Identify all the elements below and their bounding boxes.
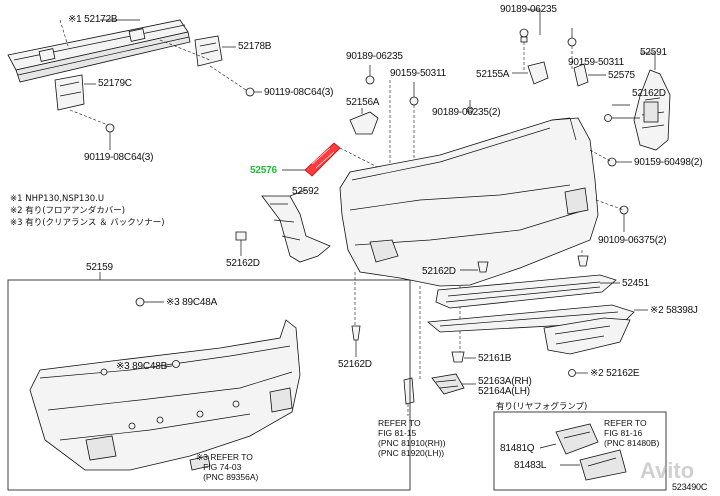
reflector-52163a-part — [431, 373, 465, 395]
label-52162d-b: 52162D — [226, 258, 260, 269]
label-89c48b: ※3 89C48B — [116, 361, 168, 372]
avito-watermark: Avito — [640, 458, 695, 483]
clip-90159-b-part — [409, 96, 419, 106]
label-523490c: 523490C — [672, 482, 708, 492]
clip-52162d-d-part — [351, 325, 361, 341]
footnote-1: ※1 NHP130,NSP130.U — [10, 194, 105, 204]
clip-90159-top-part — [567, 37, 577, 47]
sensor-89c48a-part — [135, 297, 145, 307]
label-52178b: 52178B — [238, 41, 272, 52]
lower-bumper-52159-part — [29, 319, 301, 471]
label-90189-06235-top: 90189-06235 — [500, 4, 557, 15]
label-52451: 52451 — [622, 278, 649, 289]
label-52162d-a: 52162D — [632, 88, 666, 99]
label-52156a: 52156A — [346, 97, 380, 108]
label-90119-08c64-a: 90119-08C64(3) — [264, 87, 334, 98]
label-52163a: 52163A(RH) — [478, 376, 532, 387]
label-52162d-c: 52162D — [422, 266, 456, 277]
label-90109-06375: 90109-06375(2) — [598, 235, 667, 246]
label-89c48a: ※3 89C48A — [166, 297, 218, 308]
label-52159: 52159 — [86, 262, 113, 273]
label-52172b: ※1 52172B — [68, 14, 118, 25]
clip-52162d-b-part — [235, 231, 247, 241]
label-52162d-d: 52162D — [338, 359, 372, 370]
label-52161b: 52161B — [478, 353, 512, 364]
reference-74-03: ※3 REFER TO FIG 74-03 (PNC 89356A) — [196, 452, 259, 482]
label-52164a: 52164A(LH) — [478, 386, 530, 397]
clip-90189-a-part — [365, 75, 375, 85]
bumper-detail-box — [7, 279, 411, 491]
bolt-90119-b-part — [105, 123, 115, 150]
fog-lamp-inset-caption: 有り(リヤフォグランプ) — [496, 402, 588, 412]
label-90189-06235-a: 90189-06235 — [346, 51, 403, 62]
label-90159-50311-b: 90159-50311 — [390, 68, 447, 79]
under-cover-58398j-part — [427, 304, 635, 333]
fog-lamp-inset-box — [493, 411, 667, 491]
highlighted-part-52576 — [304, 142, 341, 177]
bolt-90119-a-part — [245, 87, 262, 97]
clip-52161b-part — [451, 351, 465, 363]
bracket-52178b-part — [194, 35, 223, 67]
reference-81-16: REFER TO FIG 81-16 (PNC 81480B) — [604, 418, 660, 448]
rear-bumper-cover-part — [339, 117, 599, 287]
label-58398j: ※2 58398J — [650, 305, 698, 316]
reflector-cover-part — [403, 377, 415, 405]
bracket-52179c-part — [54, 74, 85, 111]
fog-lamp-81483l-part — [579, 449, 627, 481]
label-90189-06235-2: 90189-06235(2) — [432, 107, 501, 118]
label-52155a: 52155A — [476, 69, 510, 80]
label-52162e: ※2 52162E — [590, 368, 640, 379]
label-90159-50311-top: 90159-50311 — [568, 57, 625, 68]
label-52179c: 52179C — [98, 78, 132, 89]
label-81483l: 81483L — [514, 460, 547, 471]
clip-90109-06375-part — [619, 205, 629, 215]
reinforcement-beam-part — [7, 19, 191, 83]
side-retainer-52591-part — [633, 69, 671, 151]
under-shield-part — [543, 317, 631, 355]
clip-52162e-part — [568, 369, 576, 377]
bracket-52592-part — [261, 195, 331, 263]
reference-81-15: REFER TO FIG 81-15 (PNC 81910(RH)) (PNC … — [378, 418, 446, 458]
label-90159-60498: 90159-60498(2) — [634, 157, 703, 168]
label-52575: 52575 — [608, 70, 635, 81]
fog-lamp-bezel-81481q-part — [555, 423, 599, 455]
clip-52162d-top-right-part — [577, 255, 589, 267]
footnote-3: ※3 有り(クリアランス ＆ バックソナー) — [10, 218, 165, 228]
footnote-2: ※2 有り(フロアアンダカバー) — [10, 206, 126, 216]
clip-52162d-c-part — [477, 261, 489, 273]
clip-90189-top-part — [519, 28, 529, 43]
energy-absorber-52451-part — [435, 274, 617, 309]
retainer-52575-part — [573, 63, 589, 87]
label-52591: 52591 — [640, 47, 667, 58]
label-52576-highlighted: 52576 — [250, 165, 277, 176]
label-90119-08c64-b: 90119-08C64(3) — [84, 152, 154, 163]
clip-52162d-a-part — [604, 114, 612, 122]
label-81481q: 81481Q — [500, 443, 535, 454]
bracket-52156a-part — [349, 111, 379, 135]
label-52592: 52592 — [292, 186, 319, 197]
sensor-89c48b-part — [172, 360, 180, 368]
retainer-52155a-part — [527, 61, 549, 85]
